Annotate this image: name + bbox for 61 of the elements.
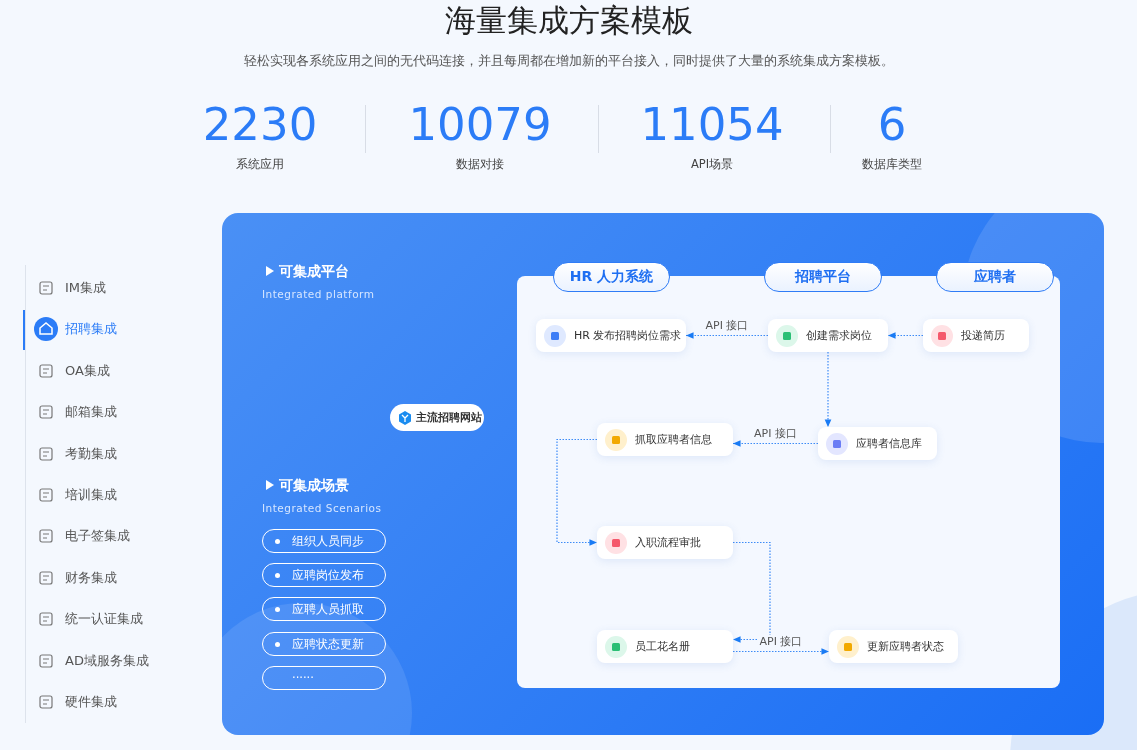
process-box — [597, 423, 733, 456]
stat-number: 6 — [877, 98, 907, 151]
stat-number: 10079 — [408, 98, 552, 151]
menu-item: 考勤集成 — [65, 444, 117, 463]
menu-item: 硬件集成 — [65, 693, 117, 711]
node-label: 更新应聘者状态 — [867, 639, 944, 654]
menu-item: 统一认证集成 — [65, 610, 143, 629]
process-box — [923, 319, 1029, 352]
stat-caption: 数据对接 — [456, 157, 504, 171]
stat-number: 11054 — [640, 98, 784, 151]
node-label: 投递简历 — [961, 328, 1005, 343]
menu-item: 招聘集成 — [65, 320, 117, 339]
stat-number: 2230 — [202, 98, 318, 151]
process-box — [597, 526, 733, 559]
node-label: 员工花名册 — [635, 639, 690, 654]
process-box — [597, 630, 733, 663]
stat-caption: API场景 — [690, 157, 734, 171]
pill-button — [390, 404, 484, 431]
arrow — [732, 648, 830, 655]
menu-item: 财务集成 — [65, 568, 117, 587]
stat-caption: 数据库类型 — [862, 157, 922, 171]
menu-item: 邮箱集成 — [65, 403, 117, 422]
section-subheading: Integrated platform — [262, 288, 375, 300]
arrow — [732, 541, 771, 643]
section-subheading: Integrated Scenarios — [262, 502, 382, 514]
arrow — [732, 440, 819, 447]
arrow — [824, 351, 832, 428]
node-label: 组织人员同步 — [292, 533, 364, 549]
menu-item: AD域服务集成 — [65, 651, 149, 670]
process-box — [536, 319, 686, 352]
node-label: 入职流程审批 — [635, 535, 701, 550]
tab — [936, 262, 1054, 292]
node-label: 抓取应聘者信息 — [635, 432, 712, 447]
node-label: HR 发布招聘岗位需求 — [574, 328, 682, 343]
node-label: ······ — [292, 671, 314, 685]
arrow — [887, 332, 924, 339]
subtitle: 轻松实现各系统应用之间的无代码连接，并且每周都在增加新的平台接入，同时提供了大量的系统集成方案模板。 — [243, 53, 894, 68]
node-label: 创建需求岗位 — [806, 328, 872, 343]
menu-item: 培训集成 — [65, 486, 117, 504]
tab — [764, 262, 882, 292]
process-box — [768, 319, 888, 352]
page-title: 海量集成方案模板 — [444, 2, 693, 38]
section-heading: 可集成平台 — [279, 263, 349, 279]
node-label: 应聘者信息库 — [856, 436, 922, 451]
menu-item: 电子签集成 — [65, 527, 130, 546]
node-label: 应聘状态更新 — [292, 636, 364, 652]
process-box — [829, 630, 958, 663]
section-heading: 可集成场景 — [279, 477, 349, 493]
node-label: HR 人力系统 — [569, 268, 654, 286]
arrow — [556, 438, 598, 546]
node-label: 应聘者 — [974, 268, 1016, 286]
node-label: 主流招聘网站 — [416, 410, 482, 425]
process-box — [818, 427, 937, 460]
stat-caption: 系统应用 — [236, 157, 284, 171]
arrow — [685, 332, 769, 339]
tab — [553, 262, 670, 292]
node-label: 招聘平台 — [795, 268, 851, 286]
node-label: 应聘人员抓取 — [292, 601, 364, 617]
node-label: 应聘岗位发布 — [292, 567, 364, 583]
menu-item: OA集成 — [65, 361, 110, 380]
menu-item: IM集成 — [65, 279, 107, 297]
